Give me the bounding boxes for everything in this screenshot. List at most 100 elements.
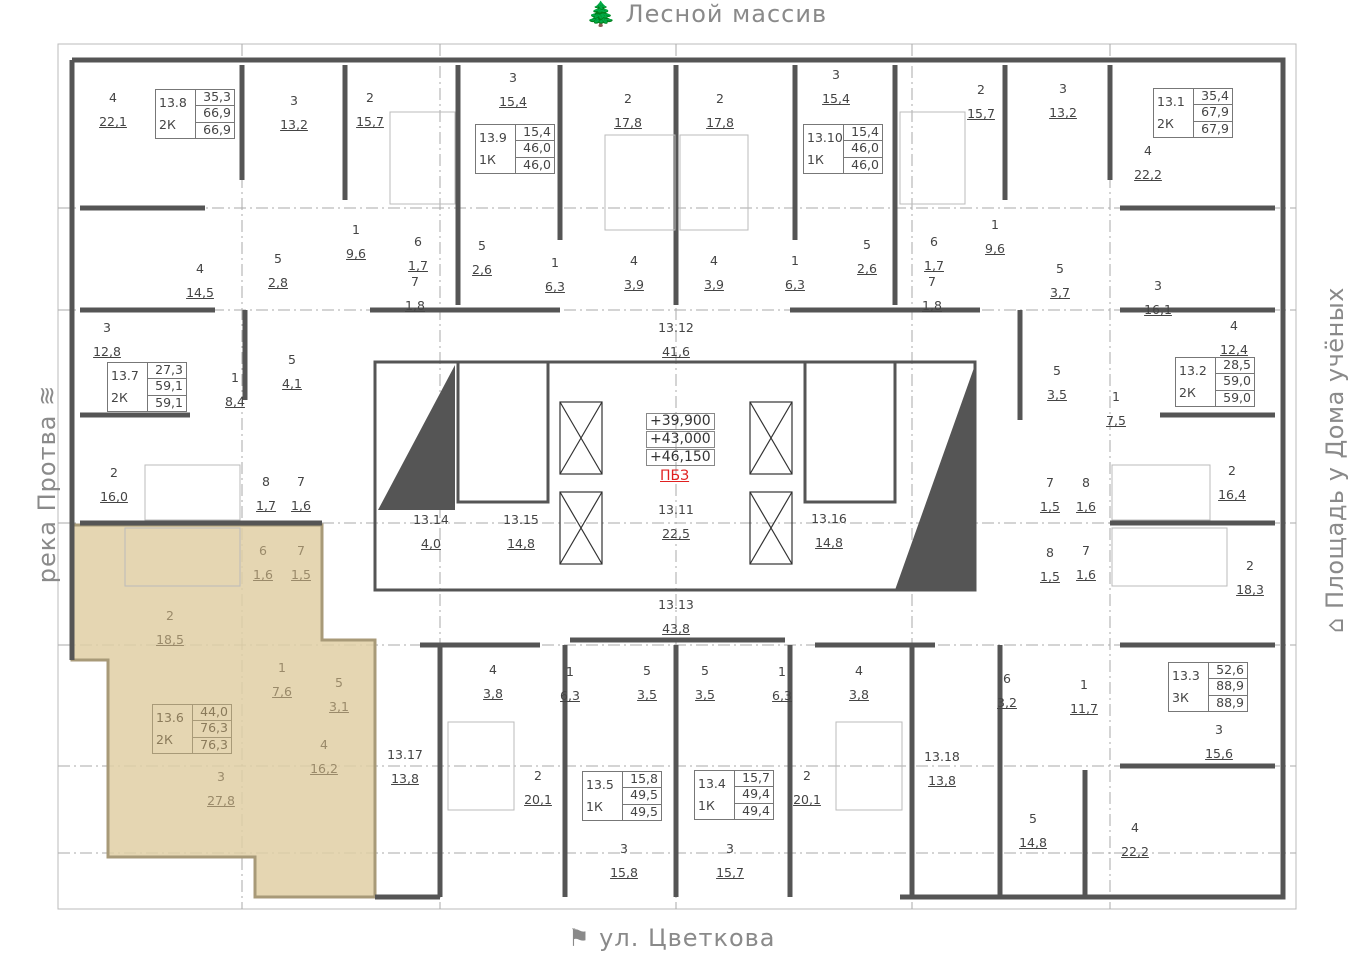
room-area: 15,8 [610, 865, 638, 880]
room-number: 7 [1046, 475, 1054, 490]
room-number: 3 [509, 70, 517, 85]
room-area: 16,1 [1144, 302, 1172, 317]
apartment-area: 15,8 [623, 771, 661, 789]
room-number: 3 [290, 93, 298, 108]
room-number: 2 [366, 90, 374, 105]
room-area: 22,1 [99, 114, 127, 129]
apartment-area: 35,4 [1194, 88, 1232, 106]
apartment-number: 13.8 [159, 95, 187, 110]
apartment-type: 1К [807, 152, 824, 167]
room-number: 13.18 [924, 749, 960, 764]
apartment-type: 3К [1172, 690, 1189, 705]
apartment-area: 67,9 [1201, 120, 1229, 136]
room-area: 4,1 [282, 376, 302, 391]
room-number: 4 [489, 662, 497, 677]
apartment-area: 59,0 [1216, 374, 1254, 391]
room-area: 3,5 [637, 687, 657, 702]
apartment-type: 2К [1157, 116, 1174, 131]
room-number: 6 [1003, 671, 1011, 686]
room-area: 1,5 [291, 567, 311, 582]
apartment-number: 13.9 [479, 130, 507, 145]
room-area: 20,1 [793, 792, 821, 807]
compass-west: река Протва ≋ [33, 384, 62, 584]
room-number: 2 [1246, 558, 1254, 573]
apartment-area: 15,4 [844, 124, 882, 142]
room-area: 1,7 [408, 258, 428, 273]
room-number: 5 [643, 663, 651, 678]
shaft-left [378, 365, 455, 510]
room-area: 2,6 [472, 262, 492, 277]
room-number: 1 [778, 664, 786, 679]
room-area: 3,5 [695, 687, 715, 702]
room-area: 6,3 [772, 688, 792, 703]
apartment-type: 2К [159, 117, 176, 132]
room-number: 5 [478, 238, 486, 253]
room-number: 5 [1056, 261, 1064, 276]
apartment-area: 44,0 [193, 704, 231, 722]
room-number: 13.12 [658, 320, 694, 335]
room-area: 1,8 [922, 298, 942, 313]
room-number: 2 [110, 465, 118, 480]
room-area: 6,3 [785, 277, 805, 292]
room-number: 13.16 [811, 511, 847, 526]
room-area: 20,1 [524, 792, 552, 807]
room-area: 43,8 [662, 621, 690, 636]
room-area: 14,8 [507, 536, 535, 551]
room-number: 4 [630, 253, 638, 268]
room-number: 5 [288, 352, 296, 367]
room-number: 3 [217, 769, 225, 784]
room-area: 3,9 [704, 277, 724, 292]
room-area: 2,8 [268, 275, 288, 290]
room-area: 41,6 [662, 344, 690, 359]
room-number: 2 [803, 768, 811, 783]
room-area: 1,6 [291, 498, 311, 513]
room-number: 3 [103, 320, 111, 335]
room-area: 1,5 [1040, 569, 1060, 584]
room-area: 1,6 [1076, 567, 1096, 582]
room-area: 3,2 [997, 695, 1017, 710]
apartment-area: 76,3 [200, 736, 228, 752]
shaft-right [895, 365, 975, 590]
room-area: 6,3 [545, 279, 565, 294]
